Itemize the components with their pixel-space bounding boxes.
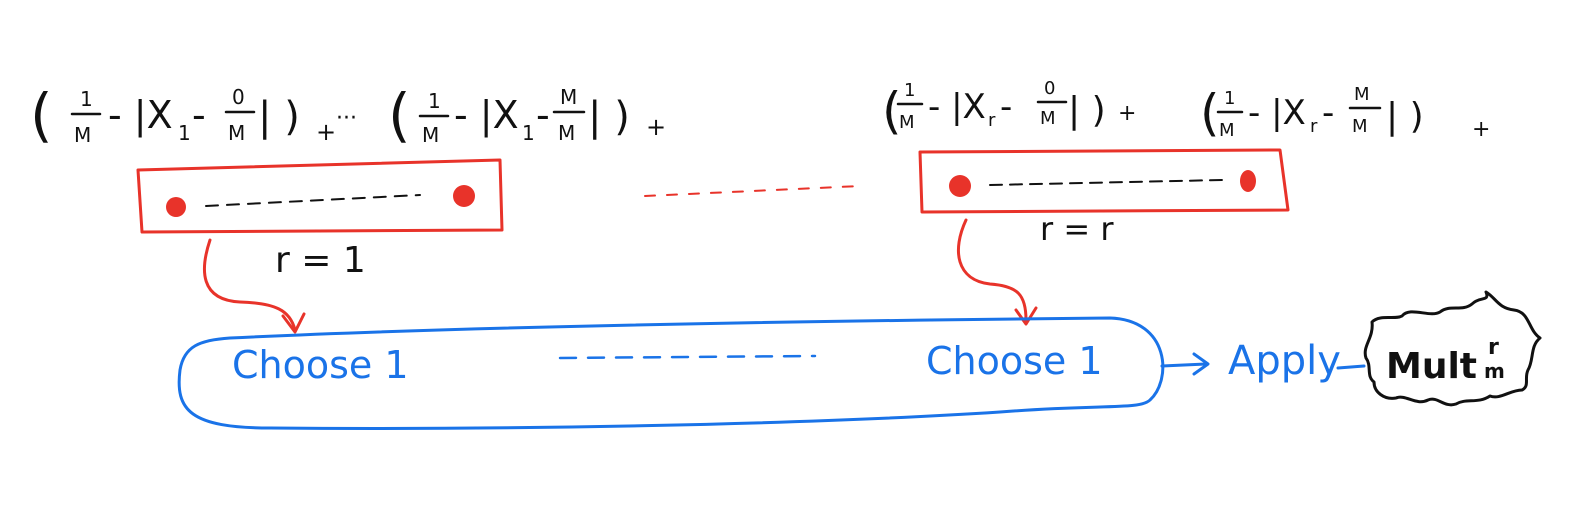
arrow-left-down [203, 238, 306, 334]
segment-box-right-outline [918, 148, 1290, 214]
segment-box-left-outline [136, 158, 504, 234]
formula-3-frac-den: M [899, 112, 915, 133]
formula-3-close: | ) [1068, 90, 1106, 131]
formula-2-minus: - [536, 93, 550, 137]
formula-4: ( 1 M - |X r - M M | ) + [1200, 84, 1490, 142]
formula-2-abs-x: - |X [454, 93, 519, 138]
formula-2-plus: + [646, 113, 666, 141]
formula-4-minus: - [1322, 93, 1334, 133]
segment-right-end-dot [1240, 170, 1256, 192]
formula-4-frac-den: M [1219, 120, 1235, 141]
mult-subscript: m [1484, 359, 1505, 383]
arrow-to-apply-head [1192, 352, 1210, 376]
label-r-equals-r: r = r [1040, 210, 1114, 248]
formula-4-frac2-num: M [1354, 84, 1370, 105]
apply-label: Apply [1228, 338, 1341, 384]
arrow-left-curve [203, 238, 297, 332]
formula-4-close: | ) [1386, 96, 1424, 137]
segment-left-end-dot [453, 185, 475, 207]
formula-2-close: | ) [588, 94, 630, 140]
segment-box-left [136, 158, 504, 234]
formula-1-frac2-den: M [228, 121, 245, 145]
formula-1-frac-num: 1 [80, 87, 93, 111]
choose-left-label: Choose 1 [232, 343, 409, 387]
formula-2-open-paren: ( [388, 81, 411, 149]
formula-1-frac2-num: 0 [232, 85, 245, 109]
formula-1-open-paren: ( [30, 81, 53, 149]
label-r-equals-1: r = 1 [275, 240, 366, 281]
formula-3-frac-num: 1 [904, 80, 915, 101]
formula-4-frac-num: 1 [1224, 88, 1235, 109]
formula-3-abs-x: - |X [928, 87, 986, 127]
segment-ellipsis-dashed [644, 185, 861, 197]
formula-ellipsis: ··· [336, 106, 357, 131]
segment-right-start-dot [949, 175, 971, 197]
segment-left-dashed-line [205, 194, 421, 207]
mult-burst-outline [1363, 290, 1542, 407]
formula-3-minus: - [1000, 87, 1012, 127]
formula-3-frac2-num: 0 [1044, 78, 1055, 99]
formula-4-abs-x: - |X [1248, 93, 1306, 133]
formula-2-frac-den: M [422, 123, 439, 147]
formula-2-subscript: 1 [522, 121, 535, 145]
mult-superscript: r [1488, 335, 1499, 360]
formula-2: ( 1 M - |X 1 - M M | ) + [388, 81, 666, 149]
apply-connector [1336, 364, 1366, 370]
arrow-right-head [1014, 306, 1038, 326]
formula-2-frac-num: 1 [428, 89, 441, 113]
arrow-left-head [281, 312, 306, 334]
formula-3: ( 1 M - |X r - 0 M | ) + [882, 78, 1136, 140]
formula-4-plus: + [1472, 117, 1490, 142]
arrow-to-apply [1160, 352, 1210, 376]
formula-2-frac2-den: M [558, 121, 575, 145]
formula-1: ( 1 M - |X 1 - 0 M | ) + ··· [30, 81, 357, 149]
segment-right-dashed-line [989, 179, 1223, 186]
formula-1-frac-den: M [74, 123, 91, 147]
formula-1-close: | ) [258, 94, 300, 140]
choose-ellipsis-dashed [558, 354, 817, 360]
formula-2-frac2-num: M [560, 85, 577, 109]
arrow-right-down [957, 218, 1038, 326]
formula-1-plus: + [316, 118, 336, 146]
segment-left-start-dot [166, 197, 186, 217]
arrow-right-curve [957, 218, 1028, 322]
formula-3-open-paren: ( [882, 82, 902, 140]
choose-pipeline-outline [177, 316, 1165, 430]
formula-4-subscript: r [1310, 116, 1318, 137]
formula-4-open-paren: ( [1200, 84, 1220, 142]
formula-3-subscript: r [988, 110, 996, 131]
choose-pipeline: Choose 1 Choose 1 [177, 316, 1165, 430]
formula-1-abs-x: - |X [108, 93, 173, 138]
formula-1-minus: - [192, 93, 206, 137]
formula-3-plus: + [1118, 101, 1136, 126]
choose-right-label: Choose 1 [926, 339, 1103, 383]
formula-1-subscript: 1 [178, 121, 191, 145]
segment-box-right [918, 148, 1290, 214]
formula-4-frac2-den: M [1352, 116, 1368, 137]
formula-3-frac2-den: M [1040, 108, 1056, 129]
mult-burst: Mult r m [1363, 290, 1542, 407]
arrow-to-apply-line [1160, 362, 1208, 368]
mult-label: Mult [1386, 346, 1477, 387]
